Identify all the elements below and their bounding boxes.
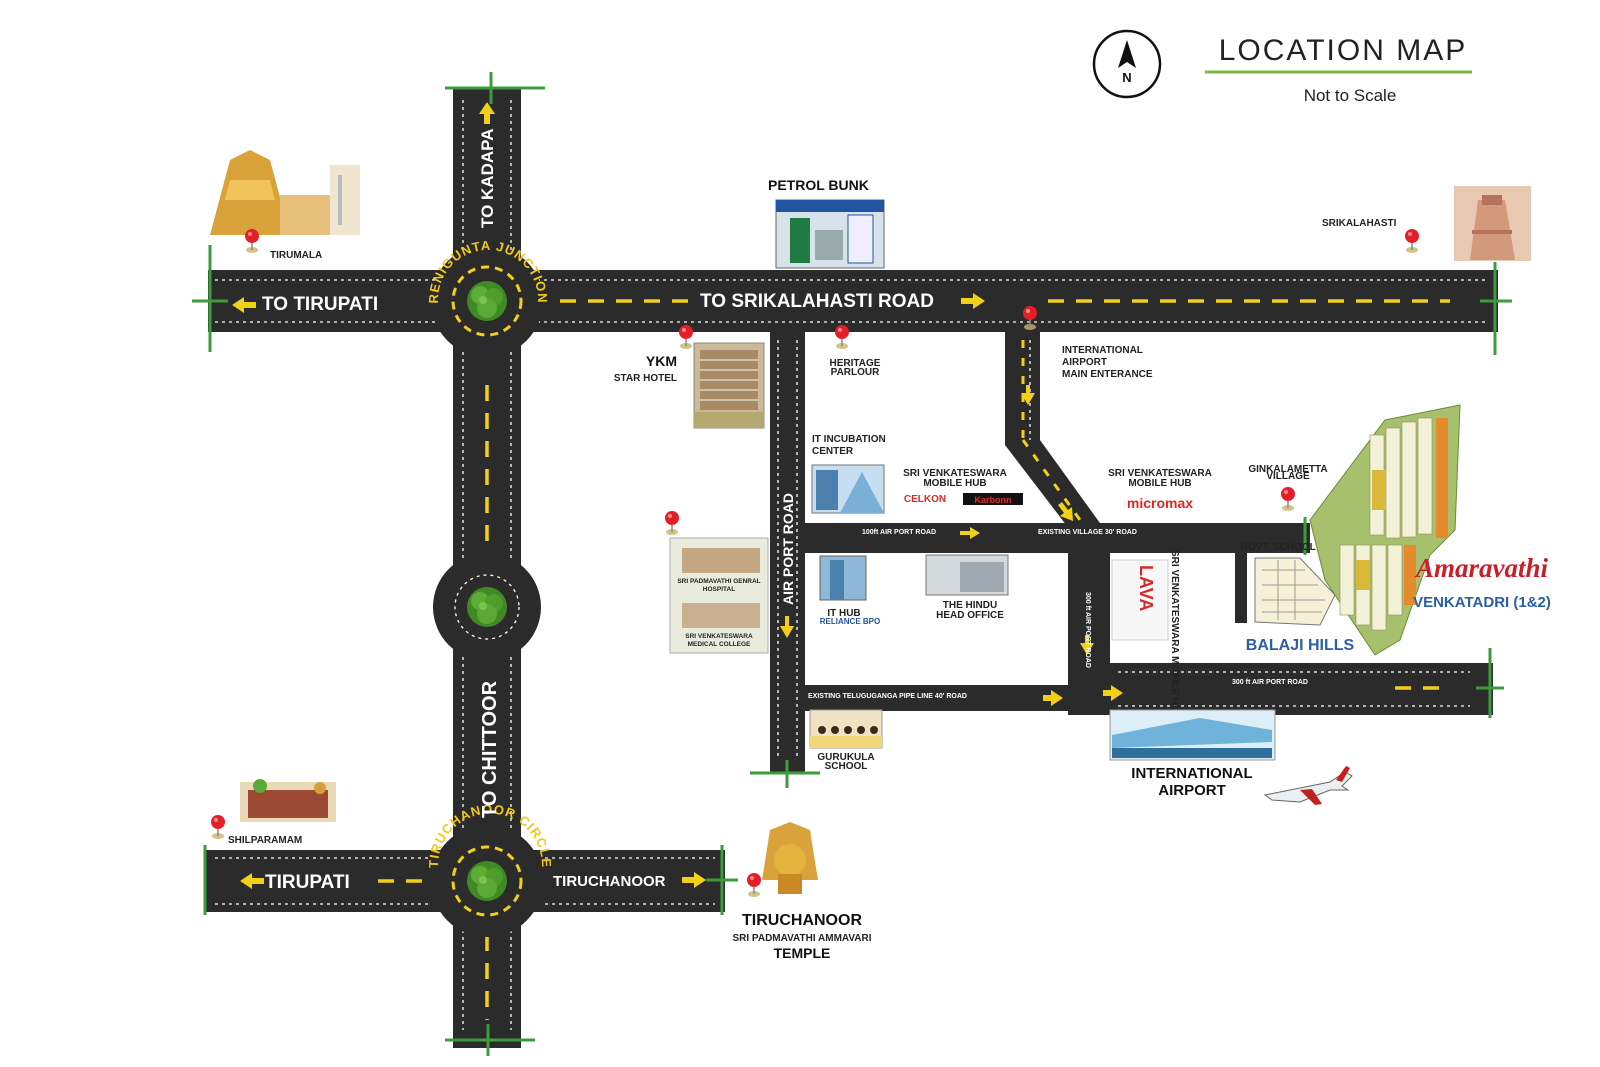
pin-tiruchanoor <box>746 872 762 898</box>
label-airport-2: AIRPORT <box>1158 782 1226 799</box>
100ft-road <box>805 523 1310 553</box>
compass: N <box>1092 29 1162 99</box>
label-airport-1: INTERNATIONAL <box>1131 765 1252 782</box>
tiruchanoor-temple-image <box>762 822 818 894</box>
logo-karbonn: Karbonn <box>975 495 1012 505</box>
road-edge-lines <box>215 100 1485 1030</box>
label-svmh-1b: MOBILE HUB <box>923 478 986 489</box>
label-svmh-1a: SRI VENKATESWARA <box>903 468 1007 479</box>
label-gurukula-1: GURUKULA <box>817 752 874 763</box>
pin-tirumala <box>244 228 260 254</box>
ykm-hotel-image <box>693 342 765 429</box>
tirumala-temple-image <box>210 150 360 235</box>
amaravathi-plot-layout <box>1309 404 1461 656</box>
label-hospital: SRI PADMAVATHI GENRAL HOSPITAL <box>677 578 761 593</box>
label-it-incubation-2: CENTER <box>812 446 854 457</box>
pin-hospital <box>664 510 680 536</box>
airport-entrance-road <box>1005 332 1105 530</box>
logo-celkon: CELKON <box>904 494 946 505</box>
road-label-to-srikalahasti: TO SRIKALAHASTI ROAD <box>700 291 934 312</box>
label-intl-entrance-2: AIRPORT <box>1062 357 1107 368</box>
pin-srikalahasti <box>1404 228 1420 254</box>
label-svmh-2a: SRI VENKATESWARA <box>1108 468 1212 479</box>
road-label-tirupati: TIRUPATI <box>265 872 350 893</box>
shilparamam-image <box>240 779 336 822</box>
label-it-hub: IT HUB <box>827 608 860 619</box>
balaji-access-road <box>1235 553 1247 623</box>
pin-ykm <box>678 324 694 350</box>
logo-karbonn-bg <box>963 493 1023 505</box>
label-ginkalametta-2: VILLAGE <box>1266 471 1310 482</box>
label-ginkalametta-1: GINKALAMETTA <box>1248 464 1327 475</box>
balaji-hills-layout <box>1254 557 1336 626</box>
label-intl-entrance-3: MAIN ENTERANCE <box>1062 369 1153 380</box>
petrol-bunk-image <box>775 199 885 269</box>
map-subtitle: Not to Scale <box>1304 86 1397 105</box>
road-label-to-kadapa: TO KADAPA <box>478 129 497 229</box>
road-label-to-chittoor: TO CHITTOOR <box>479 680 501 818</box>
road-label-100ft: 100ft AIR PORT ROAD <box>862 529 936 536</box>
compass-letter: N <box>1122 70 1131 85</box>
label-star-hotel: STAR HOTEL <box>614 373 677 384</box>
it-hub-image <box>819 555 867 601</box>
label-ykm: YKM <box>646 353 677 369</box>
label-hindu-1: THE HINDU <box>943 600 997 611</box>
pin-shilparamam <box>210 814 226 840</box>
road-label-to-tirupati: TO TIRUPATI <box>262 294 378 315</box>
label-govt-school: GOVT. SCHOOL <box>1240 542 1316 553</box>
label-tiruchanoor-temple-3: TEMPLE <box>774 945 831 961</box>
label-petrol-bunk: PETROL BUNK <box>768 177 869 193</box>
road-end-markers <box>192 72 1512 1056</box>
label-heritage: HERITAGE <box>830 358 881 369</box>
label-medical-college-wrap: SRI VENKATESWARA MEDICAL COLLEGE <box>685 633 753 648</box>
label-tiruchanoor-temple-1: TIRUCHANOOR <box>742 912 862 929</box>
road-label-air-port-road: AIR PORT ROAD <box>780 493 796 605</box>
label-hospital-wrap: SRI PADMAVATHI GENRAL HOSPITAL <box>677 578 761 593</box>
gurukula-image <box>809 709 883 749</box>
road-center-lines <box>378 299 1450 1020</box>
logo-reliance: RELIANCE BPO <box>820 617 880 626</box>
label-it-incubation-1: IT INCUBATION <box>812 434 886 445</box>
pin-heritage <box>834 324 850 350</box>
label-shilparamam: SHILPARAMAM <box>228 835 302 846</box>
air-port-road <box>770 332 805 772</box>
road-label-300ft: 300 ft AIR PORT ROAD <box>1232 679 1308 686</box>
label-balaji-hills: BALAJI HILLS <box>1246 637 1355 654</box>
pin-ginkalametta <box>1280 486 1296 512</box>
label-svmh-vertical: SRI VENKATESWARA MOBILE HUB <box>1169 550 1180 719</box>
hindu-office-image <box>925 554 1009 596</box>
label-hindu-2: HEAD OFFICE <box>936 610 1004 621</box>
label-tiruchanoor-temple-2: SRI PADMAVATHI AMMAVARI <box>732 933 871 944</box>
label-srikalahasti: SRIKALAHASTI <box>1322 218 1397 229</box>
road-label-existing-village: EXISTING VILLAGE 30' ROAD <box>1038 529 1137 536</box>
label-medical-college: SRI VENKATESWARA MEDICAL COLLEGE <box>685 633 753 648</box>
renigunta-junction: RENIGUNTA JUNCTION <box>426 238 549 357</box>
label-parlour: PARLOUR <box>831 367 880 378</box>
middle-roundabout <box>433 553 541 661</box>
hospital-image <box>669 537 769 654</box>
srikalahasti-temple-image <box>1454 186 1531 261</box>
teluguganga-road <box>805 685 1075 711</box>
airplane-icon <box>1263 766 1353 805</box>
it-incubation-image <box>811 464 885 514</box>
logo-micromax: micromax <box>1127 495 1193 511</box>
label-svmh-2b: MOBILE HUB <box>1128 478 1191 489</box>
road-label-tiruchanoor: TIRUCHANOOR <box>553 873 666 890</box>
direction-arrows <box>232 102 1123 889</box>
logo-lava: LAVA <box>1136 565 1156 611</box>
lava-panel <box>1111 559 1169 641</box>
label-intl-entrance-1: INTERNATIONAL <box>1062 345 1143 356</box>
map-title: LOCATION MAP <box>1219 34 1467 67</box>
label-amaravathi: Amaravathi <box>1414 553 1549 583</box>
road-label-300ft-vertical: 300 ft AIR PORT ROAD <box>1084 592 1091 668</box>
label-tirumala: TIRUMALA <box>270 250 322 261</box>
international-airport-image <box>1109 709 1276 761</box>
road-label-teluguganga: EXISTING TELUGUGANGA PIPE LINE 40' ROAD <box>808 693 967 700</box>
label-venkatadri: VENKATADRI (1&2) <box>1413 594 1551 611</box>
label-gurukula-2: SCHOOL <box>825 761 868 772</box>
